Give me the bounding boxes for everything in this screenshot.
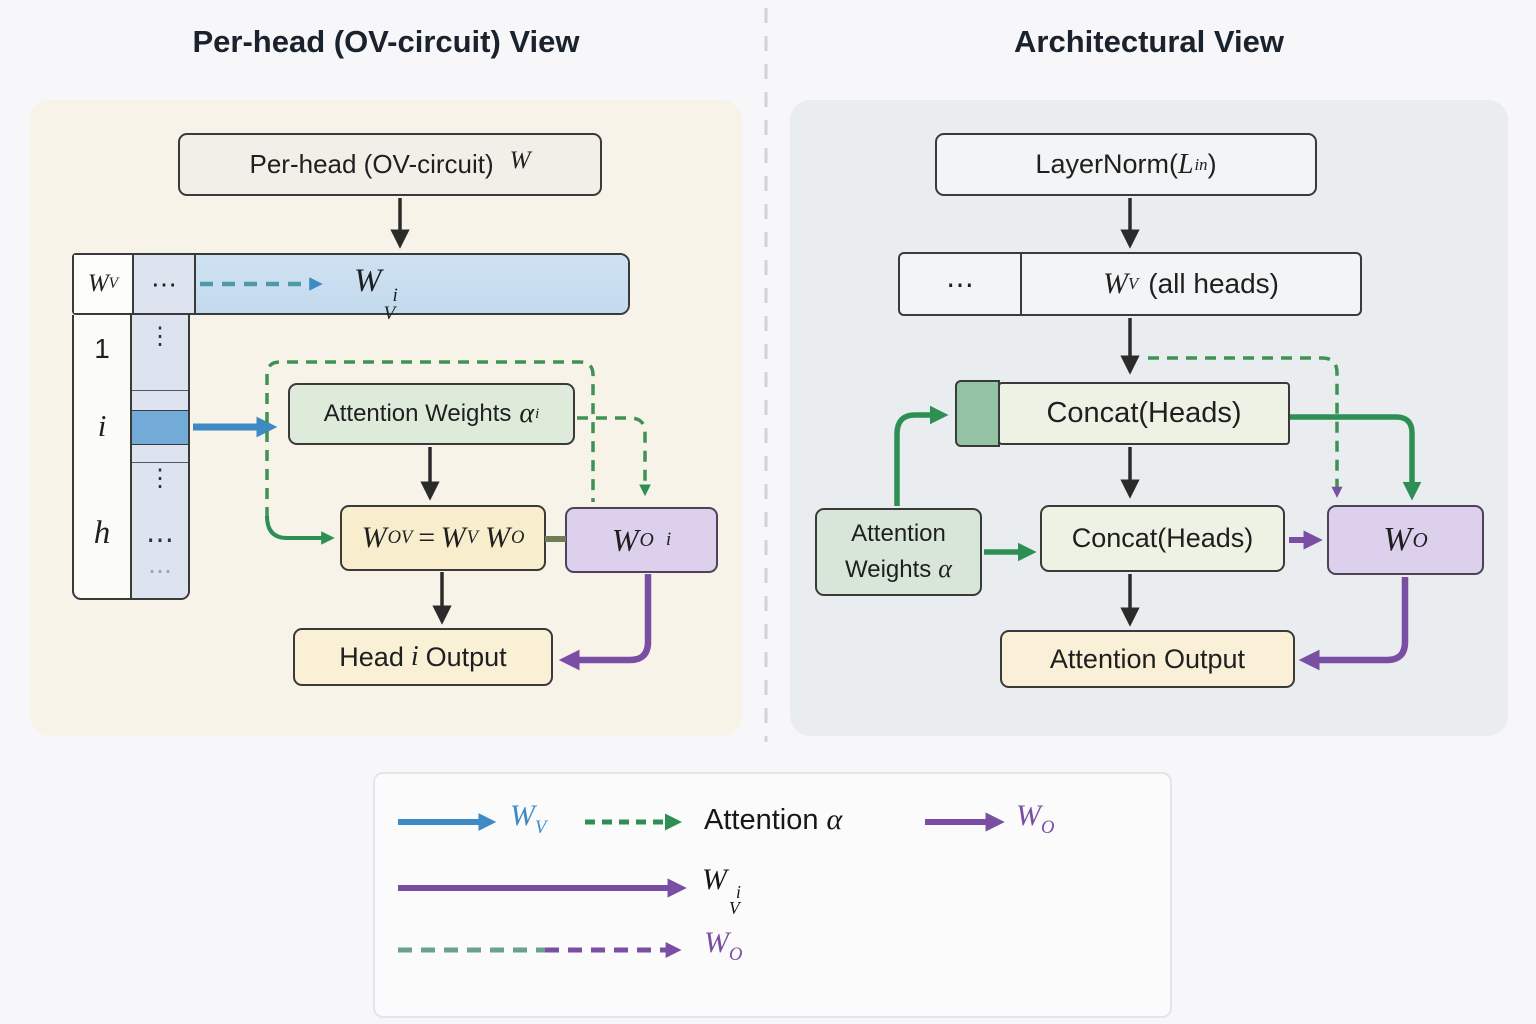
left-panel-title: Per-head (OV-circuit) View (192, 24, 580, 59)
legend-wo-label-2: WO (704, 926, 743, 965)
matrix-row-label-h: h (93, 515, 111, 551)
attention-output-box: Attention Output (1000, 630, 1295, 688)
w-math-label: W (509, 146, 531, 174)
alpha-symbol: α (519, 398, 535, 429)
wv-all-heads-dots-cell: ⋯ (900, 254, 1022, 314)
concat-heads-green-tab (955, 380, 1000, 447)
attention-label-line1: Attention (851, 520, 946, 548)
matrix-hdots-faint: ⋯ (148, 558, 172, 585)
matrix-hdots: ⋯ (146, 524, 174, 555)
matrix-divider (132, 462, 188, 463)
legend-wv-label: WV (510, 799, 547, 838)
head-matrix-value-column: ⋮ ⋮ ⋯ ⋯ (130, 315, 188, 598)
matrix-divider (132, 390, 188, 391)
matrix-highlight-cell-i (132, 410, 188, 445)
wv-bar-dots-cell: ⋯ (134, 255, 196, 313)
matrix-vdots-2: ⋮ (148, 465, 172, 492)
head-matrix: ⋮ ⋮ ⋯ ⋯ 1 i h (72, 315, 190, 600)
attention-weights-label: Attention Weights (323, 400, 512, 427)
wv-header-sub: V (108, 275, 119, 292)
concat-heads-box-2: Concat(Heads) (1040, 505, 1285, 572)
wv-header-base: W (87, 270, 109, 297)
right-panel-title: Architectural View (1014, 24, 1284, 59)
matrix-row-label-1: 1 (94, 333, 110, 364)
legend-wo-label-1: WO (1016, 799, 1055, 838)
matrix-row-label-i: i (97, 408, 107, 443)
alpha-sub-i: i (535, 405, 540, 422)
concat-heads-box-1: Concat(Heads) (998, 382, 1290, 445)
per-head-ov-box: Per-head (OV-circuit) W (178, 133, 602, 196)
per-head-ov-label: Per-head (OV-circuit) (249, 149, 494, 179)
legend (373, 772, 1172, 1018)
matrix-vdots-1: ⋮ (148, 323, 172, 350)
legend-attention-alpha-label: Attention α (704, 803, 843, 836)
